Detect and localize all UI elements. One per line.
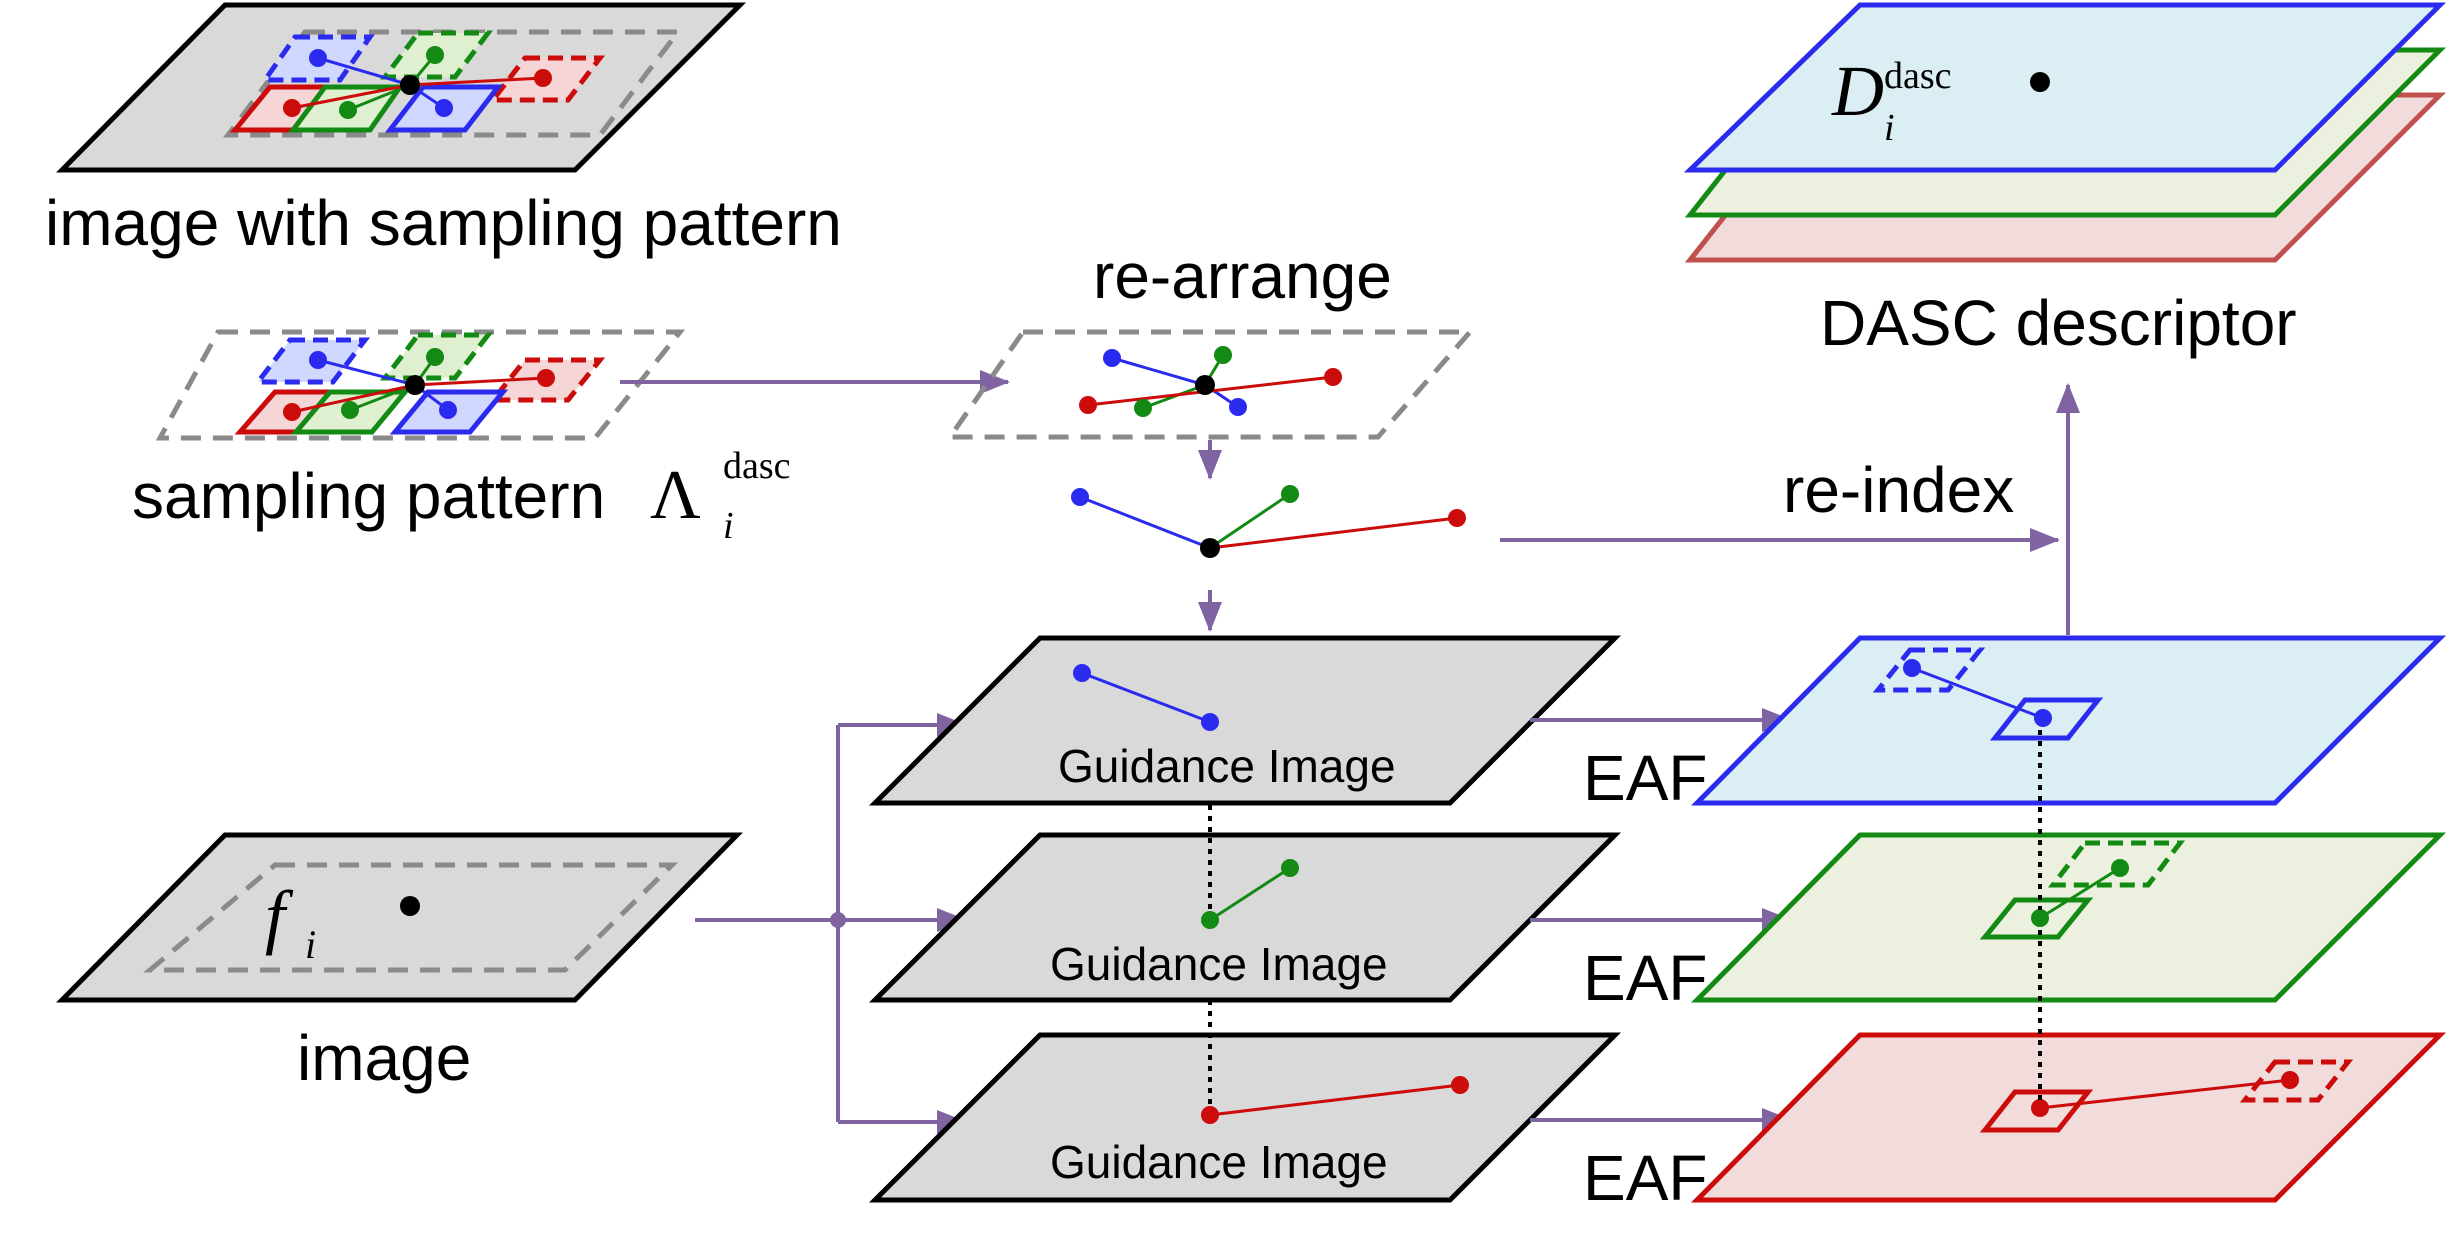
filtered-output-red: [1691, 1032, 2447, 1203]
sampling-pattern-outline: [155, 329, 686, 441]
sampling-pattern-group: sampling pattern Λ i dasc: [132, 329, 791, 547]
rearrange-window: [945, 329, 1476, 440]
lambda-symbol: Λ: [650, 457, 701, 534]
guidance-label-1: Guidance Image: [1058, 740, 1396, 792]
descriptor-symbol: D: [1831, 51, 1884, 131]
descriptor-label: DASC descriptor: [1820, 287, 2297, 359]
lambda-subscript: i: [723, 505, 734, 547]
guidance-image-2: Guidance Image: [868, 832, 1622, 1003]
reindex-label: re-index: [1783, 454, 2014, 526]
eaf-label-2: EAF: [1583, 942, 1707, 1014]
lambda-superscript: dasc: [723, 445, 791, 487]
input-image-group: f i image: [56, 832, 743, 1094]
eaf-label-3: EAF: [1583, 1142, 1707, 1214]
eaf-arrows: [1530, 708, 1792, 1132]
filtered-output-green: [1691, 832, 2447, 1003]
guidance-image-3: Guidance Image: [868, 1032, 1622, 1203]
filtered-output-blue: [1691, 635, 2447, 806]
descriptor-subscript: i: [1884, 107, 1895, 149]
image-with-pattern-group: image with sampling pattern: [45, 2, 842, 259]
descriptor-layer-blue: [1683, 2, 2447, 173]
guidance-label-2: Guidance Image: [1050, 938, 1388, 990]
sampling-pattern-label: sampling pattern: [132, 460, 605, 532]
image-label: image: [297, 1022, 471, 1094]
rearrange-group: re-arrange: [945, 240, 1476, 440]
rearrange-label: re-arrange: [1093, 240, 1392, 312]
eaf-label-1: EAF: [1583, 742, 1707, 814]
guidance-label-3: Guidance Image: [1050, 1136, 1388, 1188]
f-subscript: i: [305, 922, 316, 967]
dasc-descriptor-stack: D i dasc DASC descriptor: [1683, 2, 2447, 359]
descriptor-superscript: dasc: [1884, 55, 1952, 97]
guidance-image-1: Guidance Image: [868, 635, 1622, 806]
input-image-window: [143, 862, 679, 973]
input-image-plane: [56, 832, 743, 1003]
image-with-pattern-label: image with sampling pattern: [45, 187, 842, 259]
rearranged-star: [1071, 485, 1466, 558]
